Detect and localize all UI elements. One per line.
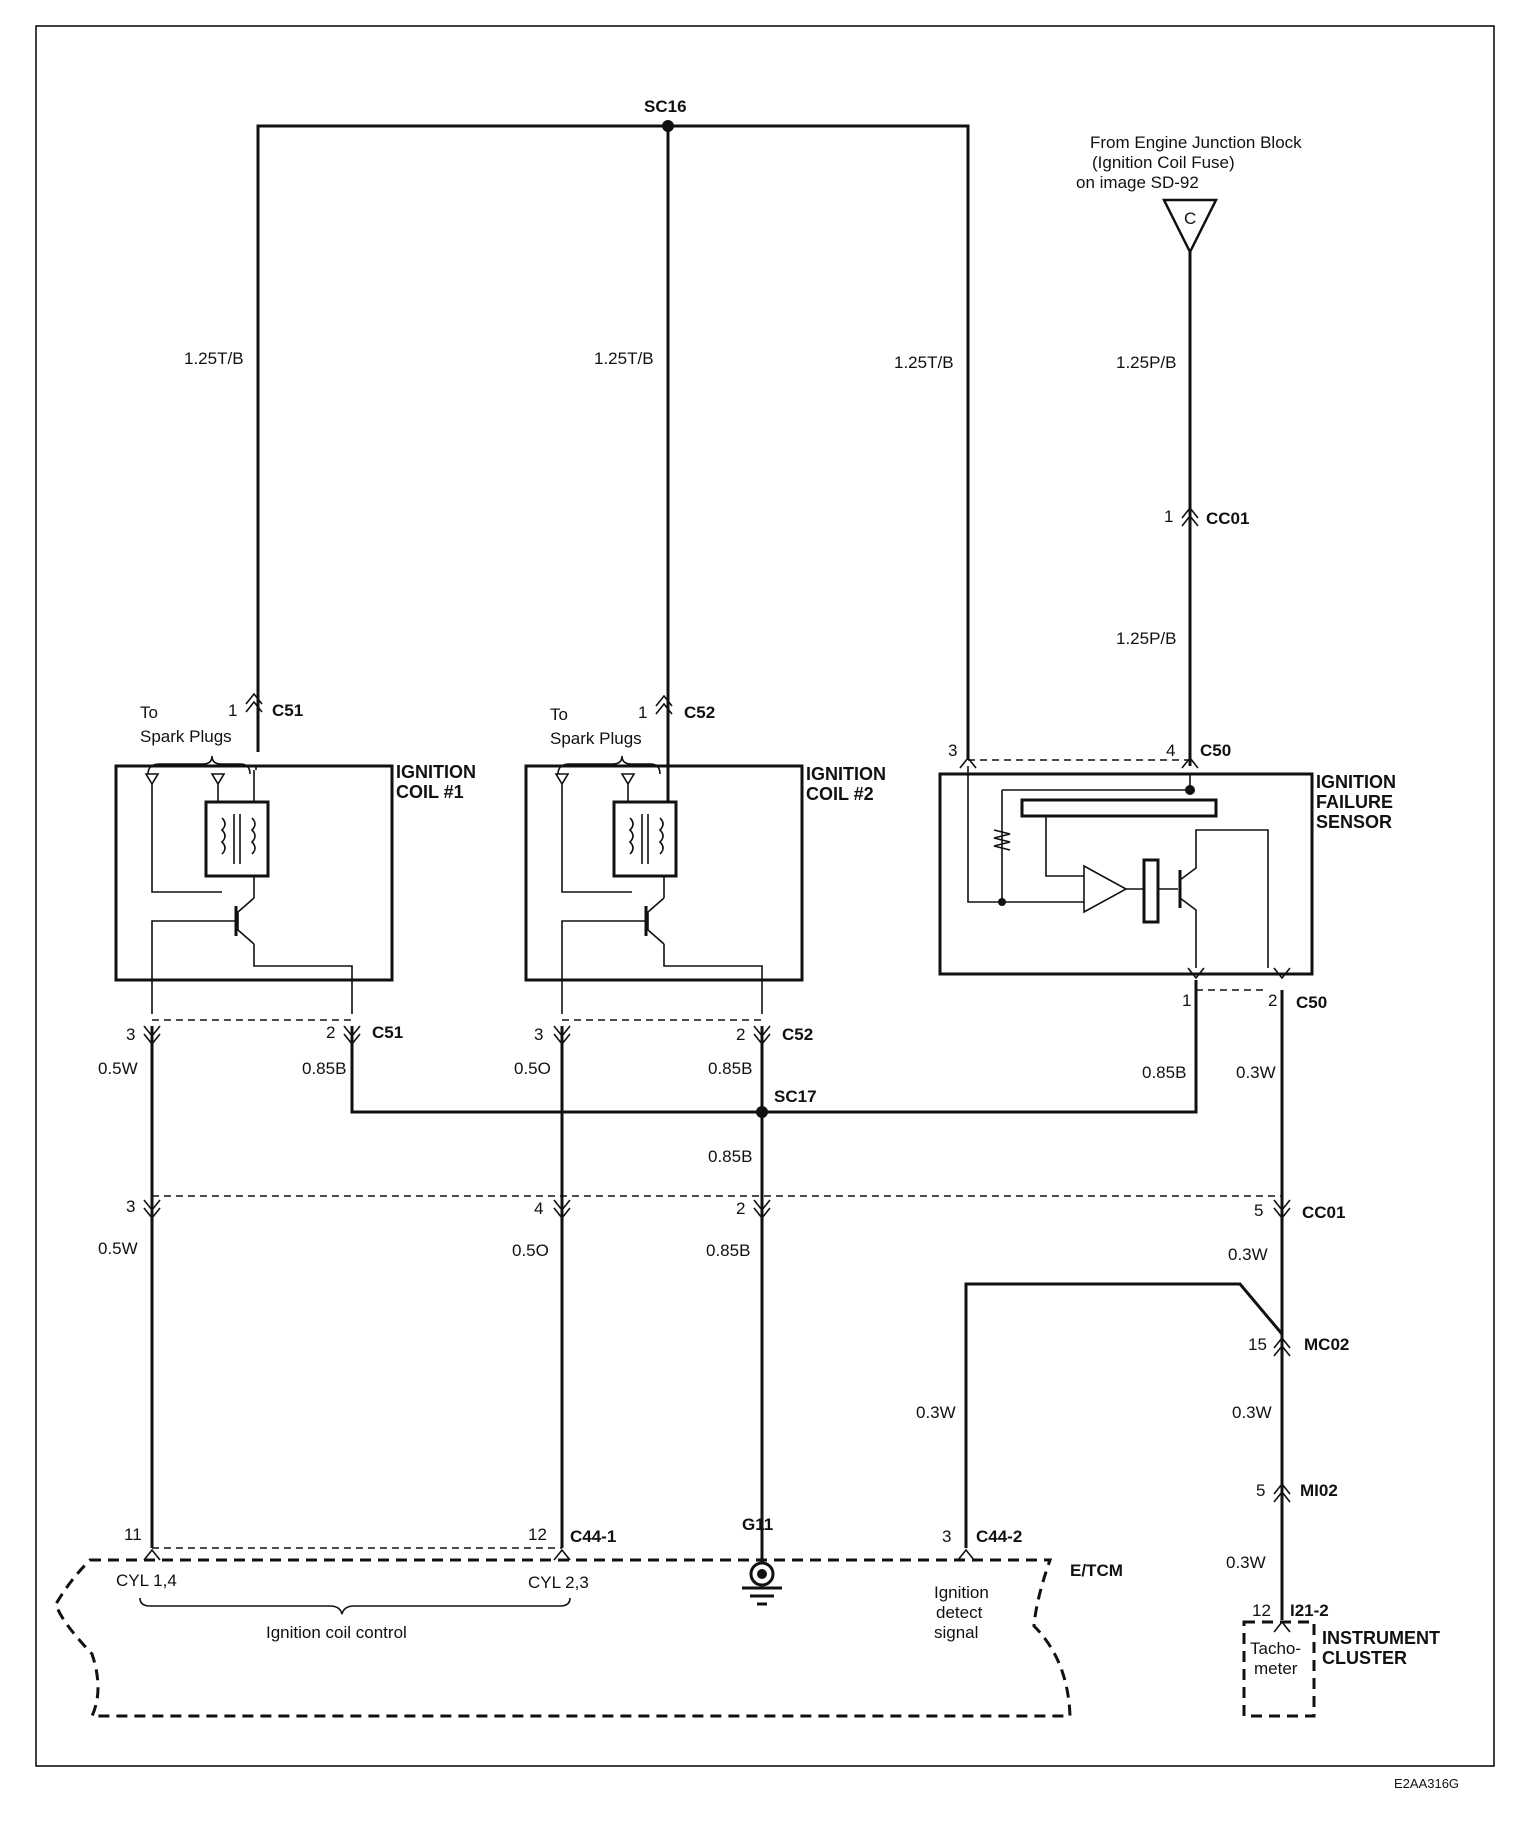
ignition-coil-1 xyxy=(114,755,394,1014)
coil1-name-2: COIL #1 xyxy=(396,782,464,802)
sensor-name-2: FAILURE xyxy=(1316,792,1393,812)
spark-to-2: To xyxy=(550,705,568,724)
wire-label-03w-4: 0.3W xyxy=(1232,1403,1272,1422)
instrument-cluster-box xyxy=(1242,1620,1316,1718)
c52-bottom-label: C52 xyxy=(782,1025,813,1044)
wire-label-085b-3: 0.85B xyxy=(1142,1063,1186,1082)
source-line-3: on image SD-92 xyxy=(1076,173,1199,192)
etcm-outline xyxy=(54,1558,1072,1718)
etcm-pin-12: 12 xyxy=(528,1525,547,1544)
source-line-1: From Engine Junction Block xyxy=(1090,133,1302,152)
wire-label-085b-4: 0.85B xyxy=(708,1147,752,1166)
mc02-label: MC02 xyxy=(1304,1335,1349,1354)
spark-to-1: To xyxy=(140,703,158,722)
wire-label-05w-1: 0.5W xyxy=(98,1059,138,1078)
control-wires xyxy=(150,990,1284,1620)
c51-bottom-pin-2: 2 xyxy=(326,1023,335,1042)
wire-label-085b-5: 0.85B xyxy=(706,1241,750,1260)
coil2-name-2: COIL #2 xyxy=(806,784,874,804)
c51-top-pin: 1 xyxy=(228,701,237,720)
source-line-2: (Ignition Coil Fuse) xyxy=(1092,153,1235,172)
diagram-id: E2AA316G xyxy=(1394,1776,1459,1791)
etcm-label: E/TCM xyxy=(1070,1561,1123,1580)
c51-bottom-label: C51 xyxy=(372,1023,403,1042)
coil1-name-1: IGNITION xyxy=(396,762,476,782)
wire-label-03w-5: 0.3W xyxy=(1226,1553,1266,1572)
etcm-pin-3: 3 xyxy=(942,1527,951,1546)
source-triangle xyxy=(1161,198,1219,255)
c44-1-label: C44-1 xyxy=(570,1527,616,1546)
c52-bottom-pin-2: 2 xyxy=(736,1025,745,1044)
detect-line-2: detect xyxy=(936,1603,983,1622)
cc01-mid-label: CC01 xyxy=(1302,1203,1345,1222)
c50-bottom-pin-2: 2 xyxy=(1268,991,1277,1010)
sensor-name-3: SENSOR xyxy=(1316,812,1392,832)
detect-line-3: signal xyxy=(934,1623,978,1642)
spark-plugs-1: Spark Plugs xyxy=(140,727,232,746)
cyl23-label: CYL 2,3 xyxy=(528,1573,589,1592)
source-connector-letter: C xyxy=(1184,209,1196,228)
sc16-splice-dot xyxy=(662,120,674,132)
wire-label-tb-2: 1.25T/B xyxy=(594,349,654,368)
cluster-name-1: INSTRUMENT xyxy=(1322,1628,1440,1648)
cluster-name-2: CLUSTER xyxy=(1322,1648,1407,1668)
spark-plugs-2: Spark Plugs xyxy=(550,729,642,748)
c51-top-label: C51 xyxy=(272,701,303,720)
ignition-failure-sensor xyxy=(938,759,1314,976)
connector-chevrons xyxy=(143,506,1291,1633)
tacho-line-1: Tacho- xyxy=(1250,1639,1301,1658)
cc01-pin-3: 3 xyxy=(126,1197,135,1216)
mc02-pin: 15 xyxy=(1248,1335,1267,1354)
c44-2-label: C44-2 xyxy=(976,1527,1022,1546)
i21-2-pin: 12 xyxy=(1252,1601,1271,1620)
c50-top-pin-3: 3 xyxy=(948,741,957,760)
etcm-pin-11: 11 xyxy=(124,1525,142,1544)
wire-label-05w-2: 0.5W xyxy=(98,1239,138,1258)
sc17-label: SC17 xyxy=(774,1087,817,1106)
wire-label-03w-3: 0.3W xyxy=(916,1403,956,1422)
mi02-pin: 5 xyxy=(1256,1481,1265,1500)
coil-control-label: Ignition coil control xyxy=(266,1623,407,1642)
c50-bottom-label: C50 xyxy=(1296,993,1327,1012)
wire-label-085b-2: 0.85B xyxy=(708,1059,752,1078)
fuse-source xyxy=(1161,198,1219,766)
wire-label-05o-2: 0.5O xyxy=(512,1241,549,1260)
wire-label-03w-1: 0.3W xyxy=(1236,1063,1276,1082)
wire-label-pb-2: 1.25P/B xyxy=(1116,629,1177,648)
ground-wiring xyxy=(152,980,1268,1606)
sc16-bus xyxy=(256,120,970,760)
i21-2-label: I21-2 xyxy=(1290,1601,1329,1620)
wire-label-tb-1: 1.25T/B xyxy=(184,349,244,368)
wire-label-03w-2: 0.3W xyxy=(1228,1245,1268,1264)
c50-top-pin-4: 4 xyxy=(1166,741,1175,760)
c52-top-pin: 1 xyxy=(638,703,647,722)
c52-bottom-pin-3: 3 xyxy=(534,1025,543,1044)
wire-label-tb-3: 1.25T/B xyxy=(894,353,954,372)
cyl14-label: CYL 1,4 xyxy=(116,1571,177,1590)
sensor-name-1: IGNITION xyxy=(1316,772,1396,792)
cc01-pin-2: 2 xyxy=(736,1199,745,1218)
cc01-pin-5: 5 xyxy=(1254,1201,1263,1220)
sc16-label: SC16 xyxy=(644,97,687,116)
g11-label: G11 xyxy=(742,1515,773,1534)
c50-bottom-pin-1: 1 xyxy=(1182,991,1191,1010)
tacho-line-2: meter xyxy=(1254,1659,1298,1678)
detect-line-1: Ignition xyxy=(934,1583,989,1602)
c51-bottom-pin-3: 3 xyxy=(126,1025,135,1044)
cc01-top-pin: 1 xyxy=(1164,507,1173,526)
c50-top-label: C50 xyxy=(1200,741,1231,760)
diagram-frame xyxy=(35,25,1495,1767)
wire-label-pb-1: 1.25P/B xyxy=(1116,353,1177,372)
wire-label-05o-1: 0.5O xyxy=(514,1059,551,1078)
cc01-pin-4: 4 xyxy=(534,1199,543,1218)
coil2-name-1: IGNITION xyxy=(806,764,886,784)
wire-label-085b-1: 0.85B xyxy=(302,1059,346,1078)
ignition-coil-2 xyxy=(524,752,804,1014)
cc01-top-label: CC01 xyxy=(1206,509,1249,528)
mi02-label: MI02 xyxy=(1300,1481,1338,1500)
c52-top-label: C52 xyxy=(684,703,715,722)
